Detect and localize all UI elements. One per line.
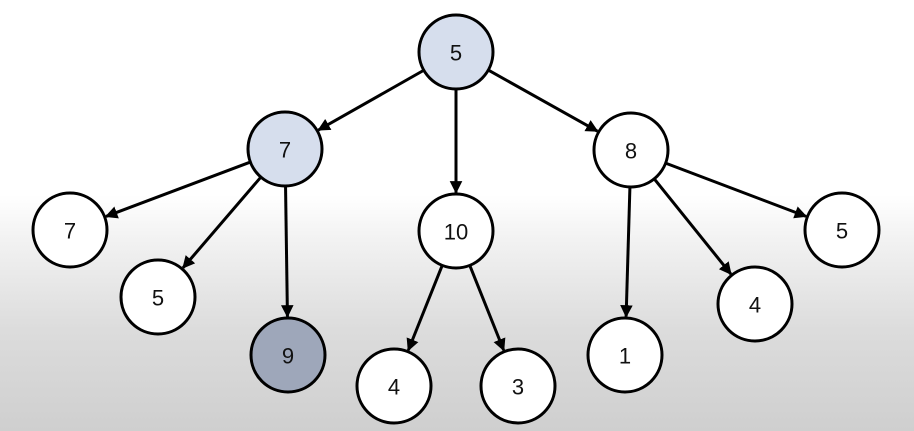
edge-right-to-right-middle: [653, 177, 733, 275]
node-label: 5: [152, 286, 164, 311]
node-circle: [716, 265, 794, 343]
tree-node-middle: 10: [417, 192, 495, 270]
edges-layer: [104, 68, 808, 352]
node-circle: [355, 347, 433, 425]
tree-node-left-right: 9: [249, 316, 327, 394]
tree-node-right: 8: [592, 111, 670, 189]
edge-left-to-left-middle: [181, 176, 263, 269]
node-label: 7: [64, 219, 76, 244]
tree-node-left-left: 7: [31, 191, 109, 269]
nodes-layer: 5 7 10 8 7 5 9 4 3 1 4 5: [31, 13, 881, 425]
edge-left-to-left-left: [104, 160, 251, 219]
node-label: 5: [450, 41, 462, 66]
node-circle: [803, 191, 881, 269]
node-label: 10: [444, 220, 468, 245]
node-circle: [417, 192, 495, 270]
node-label: 1: [619, 344, 631, 369]
node-label: 5: [836, 219, 848, 244]
tree-node-right-right: 5: [803, 191, 881, 269]
node-label: 4: [388, 375, 400, 400]
node-label: 9: [282, 344, 294, 369]
edge-middle-to-middle-right: [468, 264, 506, 352]
edge-right-to-right-right: [665, 161, 808, 219]
node-circle: [586, 316, 664, 394]
tree-node-right-left: 1: [586, 316, 664, 394]
tree-node-middle-left: 4: [355, 347, 433, 425]
edge-middle-to-middle-left: [406, 264, 444, 352]
tree-node-root: 5: [417, 13, 495, 91]
node-circle: [592, 111, 670, 189]
node-circle: [119, 258, 197, 336]
node-circle: [31, 191, 109, 269]
node-circle: [417, 13, 495, 91]
node-label: 8: [625, 139, 637, 164]
node-label: 7: [279, 138, 291, 163]
edge-root-to-left: [317, 68, 425, 132]
node-circle: [249, 316, 327, 394]
edge-right-to-right-left: [620, 186, 633, 318]
edge-left-to-left-right: [280, 185, 294, 318]
tree-node-middle-right: 3: [479, 347, 557, 425]
tree-node-left: 7: [246, 110, 324, 188]
node-circle: [246, 110, 324, 188]
tree-node-left-middle: 5: [119, 258, 197, 336]
node-label: 4: [749, 293, 761, 318]
node-circle: [479, 347, 557, 425]
node-label: 3: [512, 375, 524, 400]
tree-node-right-middle: 4: [716, 265, 794, 343]
edge-root-to-right: [487, 68, 599, 133]
